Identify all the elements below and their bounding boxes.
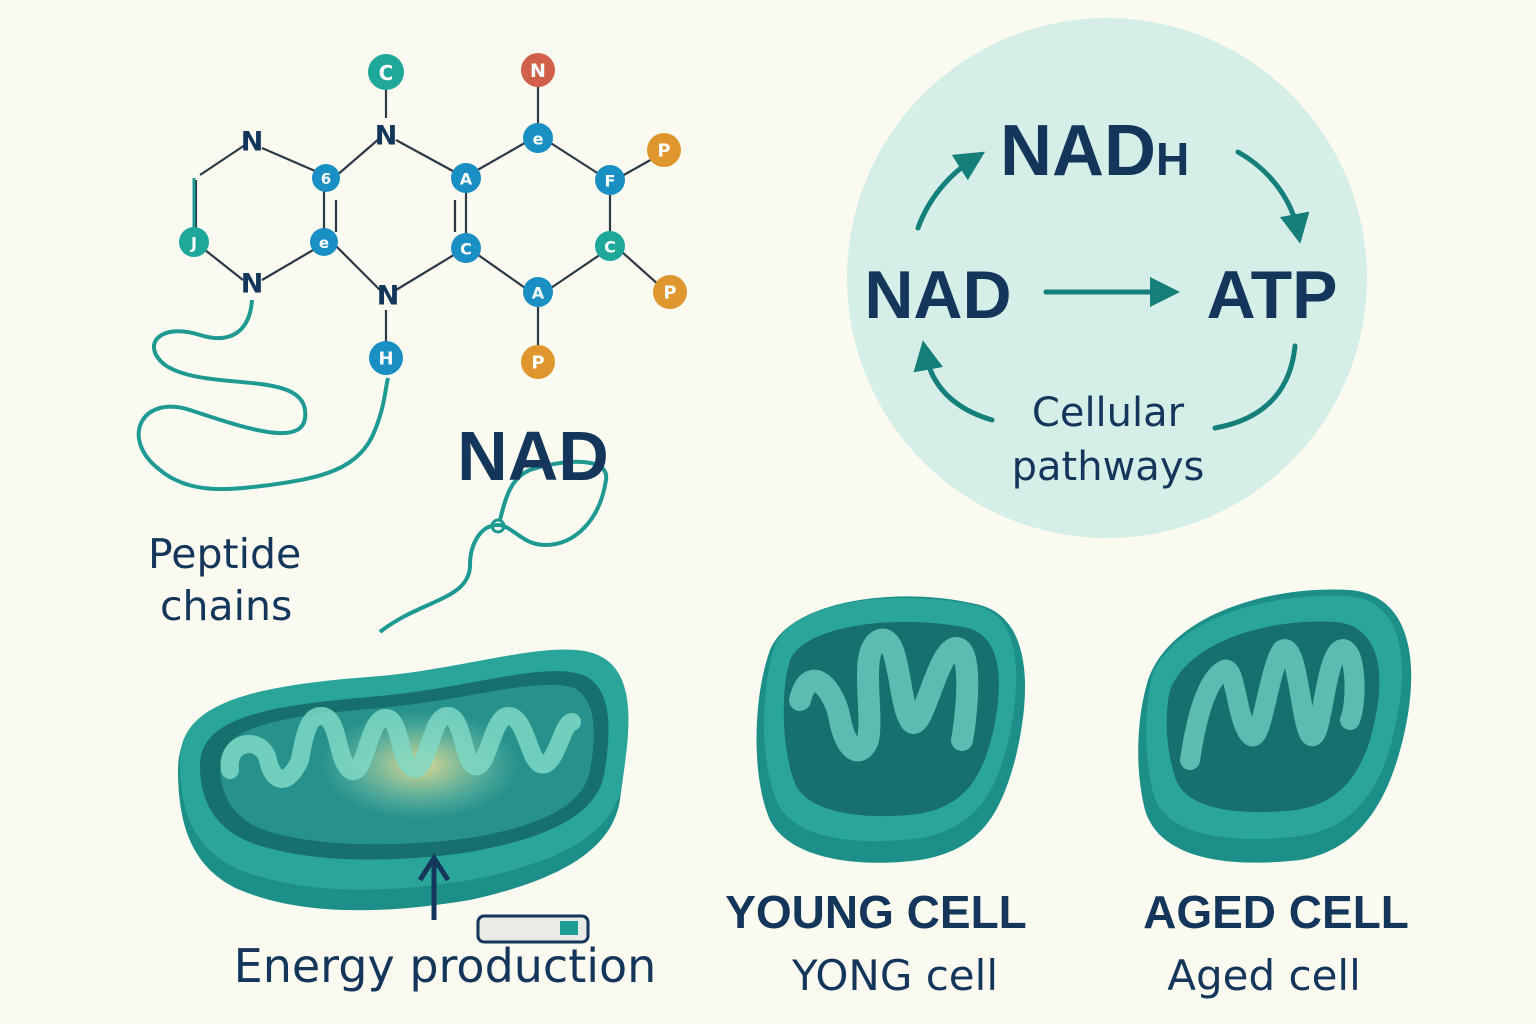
svg-text:C: C [604, 238, 616, 257]
atom-nodes: N C J 6 e A C [179, 53, 687, 379]
svg-text:N: N [530, 60, 546, 82]
svg-text:H: H [378, 349, 393, 370]
atom-n-2: N [375, 121, 398, 152]
atom-n-4: N [377, 281, 400, 312]
arrow-nad-to-nadh [915, 151, 986, 231]
mitochondrion-energy [178, 649, 629, 920]
arrow-pathways-to-nad [913, 340, 995, 423]
arrow-nadh-to-atp [1235, 149, 1310, 244]
svg-text:6: 6 [321, 170, 331, 188]
svg-text:C: C [460, 240, 472, 259]
peptide-label-line2: chains [160, 582, 292, 630]
cycle-pathways-line1: Cellular [1032, 390, 1185, 436]
atom-node-f: F [595, 165, 625, 195]
svg-text:F: F [605, 172, 616, 191]
cycle-nad-label: NAD [864, 257, 1011, 333]
young-cell-mitochondrion [756, 596, 1026, 863]
energy-production-label: Energy production [234, 939, 657, 993]
atom-node-h: H [369, 341, 403, 375]
cycle-nadh-label: NADH [1000, 111, 1189, 191]
van-icon [476, 914, 590, 944]
svg-text:C: C [379, 61, 394, 85]
peptide-label-line1: Peptide [148, 530, 301, 578]
aged-cell-title: AGED CELL [1143, 886, 1409, 938]
svg-text:e: e [533, 130, 544, 149]
svg-text:P: P [657, 141, 670, 162]
atom-node-p-upper: P [647, 133, 681, 167]
svg-text:A: A [532, 284, 545, 303]
atom-n-3: N [241, 269, 264, 300]
atom-node-6: 6 [312, 164, 340, 192]
peptide-chain-right [378, 459, 609, 634]
svg-text:J: J [190, 234, 197, 253]
atom-node-c-lower: C [451, 233, 481, 263]
young-cell-title: YOUNG CELL [725, 886, 1027, 938]
arrow-atp-to-pathways [1212, 343, 1298, 431]
cycle-pathways-line2: pathways [1012, 444, 1205, 490]
atom-node-e-left: e [310, 228, 338, 256]
atom-n-1: N [241, 127, 264, 158]
cycle-background [847, 18, 1367, 538]
molecule-bonds [194, 85, 661, 346]
svg-text:e: e [319, 234, 329, 252]
atom-node-j: J [179, 227, 209, 257]
aged-cell-subtitle: Aged cell [1167, 951, 1361, 1000]
svg-text:A: A [460, 170, 473, 189]
atom-node-a-bottom: A [523, 277, 553, 307]
atom-node-p-lower: P [653, 275, 687, 309]
svg-text:P: P [531, 353, 544, 374]
atom-node-a-upper: A [451, 163, 481, 193]
atom-node-n-top-right: N [521, 53, 555, 87]
peptide-chain-left [136, 299, 390, 492]
atom-node-e-right: e [523, 123, 553, 153]
cycle-atp-label: ATP [1207, 257, 1338, 333]
nad-cycle: NADH NAD ATP Cellular pathways [847, 18, 1367, 538]
nad-center-label: NAD [457, 417, 609, 495]
young-cell-subtitle: YONG cell [791, 951, 998, 1000]
atom-node-p-bottom: P [521, 345, 555, 379]
atom-node-c-right: C [595, 231, 625, 261]
molecule-structure: N N N N N C J 6 e [136, 53, 687, 634]
svg-text:P: P [663, 283, 676, 304]
atom-node-top-left: C [368, 54, 404, 90]
aged-cell-mitochondrion [1138, 589, 1412, 863]
